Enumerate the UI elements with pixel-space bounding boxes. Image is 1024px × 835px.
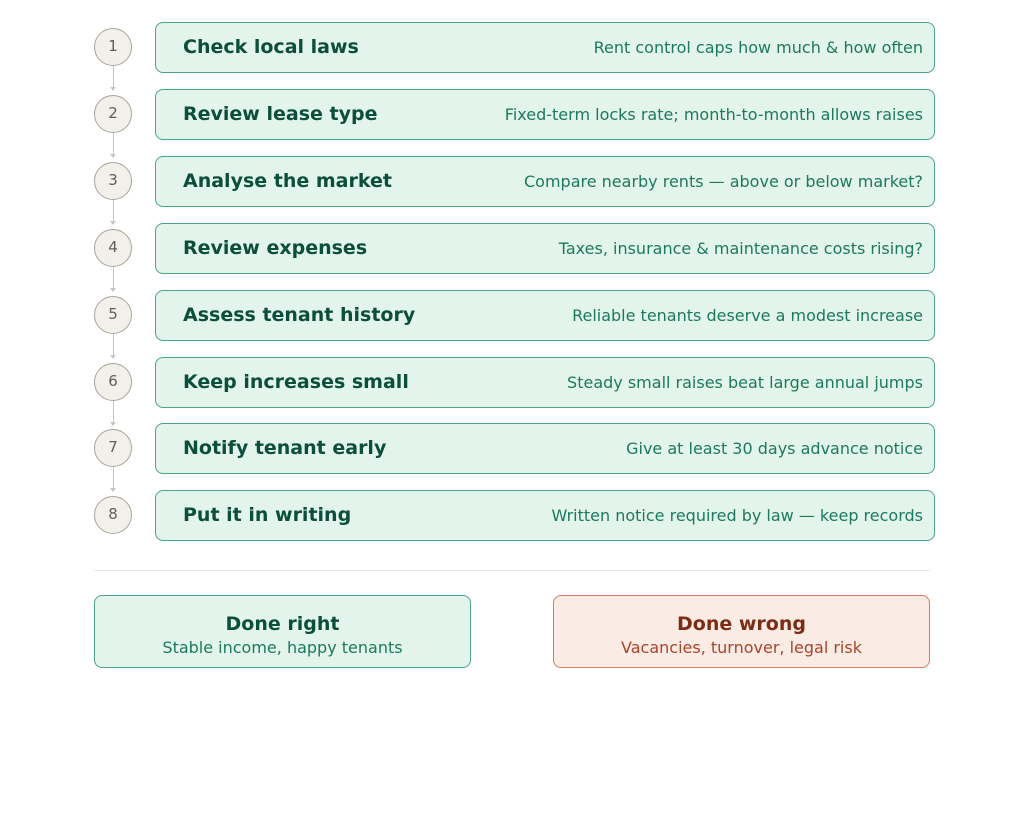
step-7: 7 Notify tenant early Give at least 30 d…	[94, 423, 936, 475]
step-description: Taxes, insurance & maintenance costs ris…	[558, 239, 923, 258]
step-card: Review expenses Taxes, insurance & maint…	[155, 223, 935, 274]
step-number-badge: 7	[94, 429, 132, 467]
step-2: 2 Review lease type Fixed-term locks rat…	[94, 89, 936, 141]
step-5: 5 Assess tenant history Reliable tenants…	[94, 290, 936, 342]
step-card: Review lease type Fixed-term locks rate;…	[155, 89, 935, 140]
connector-arrow	[110, 200, 116, 225]
step-title: Notify tenant early	[183, 437, 387, 459]
step-title: Put it in writing	[183, 504, 352, 526]
outcome-done-wrong-box: Done wrong Vacancies, turnover, legal ri…	[553, 595, 930, 668]
step-card: Analyse the market Compare nearby rents …	[155, 156, 935, 207]
step-title: Analyse the market	[183, 170, 392, 192]
connector-arrow	[110, 267, 116, 292]
step-description: Reliable tenants deserve a modest increa…	[572, 306, 923, 325]
connector-arrow	[110, 334, 116, 359]
step-title: Assess tenant history	[183, 304, 416, 326]
outcome-done-right-box: Done right Stable income, happy tenants	[94, 595, 471, 668]
step-1: 1 Check local laws Rent control caps how…	[94, 22, 936, 74]
connector-arrow	[110, 401, 116, 426]
step-6: 6 Keep increases small Steady small rais…	[94, 357, 936, 409]
step-description: Steady small raises beat large annual ju…	[567, 373, 923, 392]
step-title: Review lease type	[183, 103, 378, 125]
step-8: 8 Put it in writing Written notice requi…	[94, 490, 936, 542]
outcome-title: Done wrong	[677, 613, 806, 635]
outcome-subtitle: Stable income, happy tenants	[162, 638, 403, 657]
connector-arrow	[110, 66, 116, 91]
step-title: Keep increases small	[183, 371, 409, 393]
section-divider	[94, 570, 930, 571]
step-3: 3 Analyse the market Compare nearby rent…	[94, 156, 936, 208]
step-number-badge: 2	[94, 95, 132, 133]
step-description: Rent control caps how much & how often	[593, 38, 923, 57]
outcome-title: Done right	[225, 613, 340, 635]
step-title: Check local laws	[183, 36, 359, 58]
step-card: Keep increases small Steady small raises…	[155, 357, 935, 408]
step-card: Assess tenant history Reliable tenants d…	[155, 290, 935, 341]
step-title: Review expenses	[183, 237, 368, 259]
step-number-badge: 1	[94, 28, 132, 66]
step-number-badge: 6	[94, 363, 132, 401]
step-description: Written notice required by law — keep re…	[551, 506, 923, 525]
step-card: Notify tenant early Give at least 30 day…	[155, 423, 935, 474]
step-card: Put it in writing Written notice require…	[155, 490, 935, 541]
step-description: Compare nearby rents — above or below ma…	[523, 172, 923, 191]
step-number-badge: 3	[94, 162, 132, 200]
step-4: 4 Review expenses Taxes, insurance & mai…	[94, 223, 936, 275]
outcome-subtitle: Vacancies, turnover, legal risk	[621, 638, 862, 657]
step-card: Check local laws Rent control caps how m…	[155, 22, 935, 73]
step-number-badge: 8	[94, 496, 132, 534]
step-description: Give at least 30 days advance notice	[626, 439, 923, 458]
step-number-badge: 5	[94, 296, 132, 334]
step-description: Fixed-term locks rate; month-to-month al…	[504, 105, 923, 124]
step-number-badge: 4	[94, 229, 132, 267]
connector-arrow	[110, 467, 116, 492]
connector-arrow	[110, 133, 116, 158]
